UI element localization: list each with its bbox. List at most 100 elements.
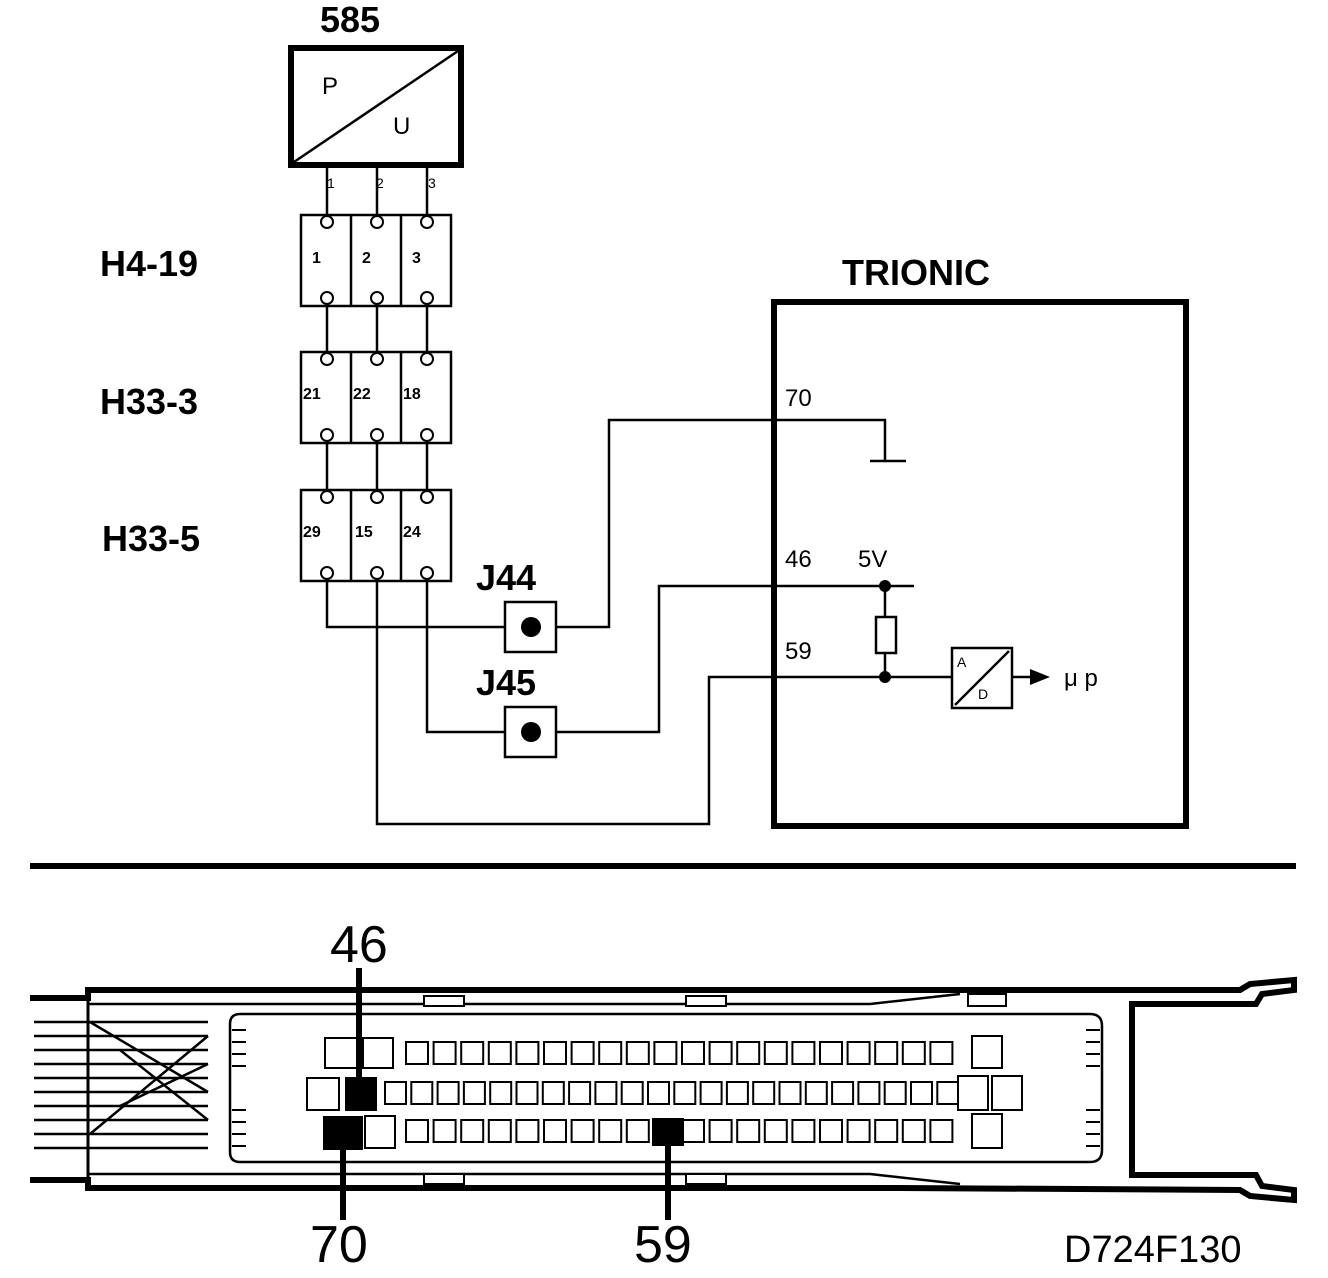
figure-code: D724F130 [1064,1229,1241,1271]
pin-cavity [699,1081,723,1105]
pin-cavity [410,1081,434,1105]
supply-voltage: 5V [858,546,887,573]
pin-cavity [541,1081,565,1105]
pin-cavity [971,1113,1003,1149]
sensor-pin-1: 1 [327,175,335,191]
connector-body [299,350,453,445]
junction-label: J44 [476,557,536,598]
pin-cavity [570,1041,595,1065]
pin-cavity [460,1119,485,1143]
pin-cavity [804,1081,828,1105]
harness-wires [34,1020,209,1150]
pin-cavity [515,1081,539,1105]
pin-cavity [736,1041,761,1065]
pin-cavity [620,1081,644,1105]
pin-cavity [653,1041,678,1065]
pin-cavity [791,1119,816,1143]
pin-cavity [874,1041,899,1065]
pin-cavity [725,1081,749,1105]
pin-cavity [436,1081,460,1105]
ecu-connector-view: 46 70 59 [30,916,1297,1274]
pin-cavity [515,1119,540,1143]
pin-cavity [883,1081,907,1105]
ad-label-a: A [957,654,967,670]
pin-cavity [846,1041,871,1065]
pin-cavity [991,1075,1023,1111]
pin-cavity [432,1041,457,1065]
pin-cavity [778,1081,802,1105]
highlighted-pin-70 [323,1116,363,1150]
callout-label-70: 70 [310,1216,368,1274]
pressure-sensor-585: 585 P U 1 2 3 [288,0,464,216]
pin-cavity [568,1081,592,1105]
pin-cavity [594,1081,618,1105]
pin-cavity [874,1119,899,1143]
ecu-title: TRIONIC [842,252,990,293]
connector-name: H4-19 [100,243,198,284]
pin-cavity [405,1041,429,1065]
connector-pin: 1 [312,250,321,267]
pin-cavity [681,1119,705,1143]
pin-cavity [901,1041,926,1065]
pin-cavity [791,1041,816,1065]
connector-pin: 2 [362,250,371,267]
pin-cavity [432,1119,457,1143]
pin-cavity [543,1119,567,1143]
node-dot [879,671,891,683]
pin-cavity [857,1081,881,1105]
sensor-diagonal [293,49,459,164]
sensor-label-u: U [393,113,410,140]
pin-rows [306,1035,1023,1149]
pin-cavity [971,1035,1003,1069]
pin-cavity [736,1119,761,1143]
connector-pin: 21 [303,386,321,403]
pin-cavity [708,1041,733,1065]
wiring [325,418,952,826]
pin-cavity [405,1119,429,1143]
microprocessor-label: μ p [1064,665,1098,692]
pin-cavity [763,1041,788,1065]
connector-h4-19: H4-19 1 2 3 [100,213,453,308]
connector-pin: 24 [403,524,421,541]
highlighted-pin-59 [652,1118,684,1146]
pin-cavity [957,1075,989,1111]
pin-cavity [708,1119,733,1143]
pin-field [228,1012,1104,1164]
connector-h33-3: H33-3 21 22 18 [100,350,453,445]
pin-cavity [570,1119,595,1143]
connector-housing [30,976,1297,1204]
connector-pin: 18 [403,386,421,403]
pin-cavity [929,1041,954,1065]
pin-cavity [598,1041,623,1065]
pin-cavity [901,1119,926,1143]
node-dot [879,580,891,592]
ecu-pin-70: 70 [785,385,812,412]
ecu-box [771,299,1189,829]
connector-pin: 3 [412,250,421,267]
pin-cavity [625,1041,650,1065]
connector-body [299,488,453,583]
trionic-ecu: TRIONIC 70 46 59 5V A D μ p [771,252,1189,829]
pin-cavity [362,1037,394,1069]
connector-pin: 15 [355,524,373,541]
ad-label-d: D [978,686,988,702]
pin-cavity [929,1119,954,1143]
pin-cavity [625,1119,650,1143]
pin-cavity [384,1081,407,1105]
pin-cavity [306,1077,340,1111]
pin-cavity [487,1041,512,1065]
connector-pin: 29 [303,524,321,541]
pin-cavity [489,1081,513,1105]
connector-h33-5: H33-5 29 15 24 [102,488,453,583]
ecu-pin-46: 46 [785,546,812,573]
pin-cavity [752,1081,776,1105]
pin-cavity [831,1081,855,1105]
pin-cavity [819,1041,843,1065]
pin-cavity [846,1119,871,1143]
pin-cavity [460,1041,485,1065]
pin-cavity [543,1041,567,1065]
pull-up-resistor [874,615,898,655]
pin-cavity [681,1041,705,1065]
connector-pin: 22 [353,386,371,403]
